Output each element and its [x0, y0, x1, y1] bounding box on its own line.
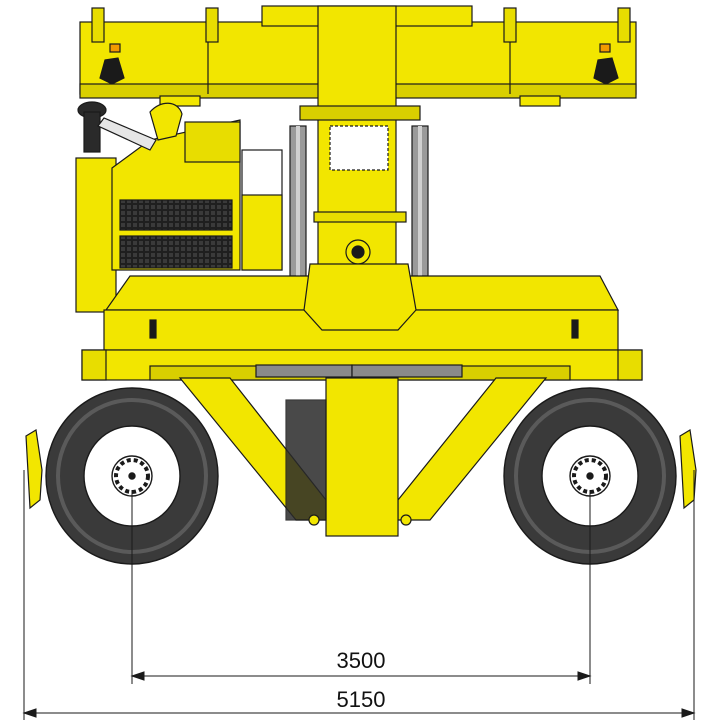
central-column — [299, 5, 421, 277]
chassis-deck — [81, 263, 643, 381]
exhaust-pipe — [77, 101, 183, 153]
mast-columns — [289, 125, 429, 277]
side-guides — [25, 429, 697, 510]
lower-a-frame — [178, 377, 548, 537]
engine-housing — [75, 119, 283, 313]
outer-width-dimension-label: 5150 — [337, 687, 386, 712]
hydraulic-cylinders — [255, 364, 463, 378]
dimension-lines — [22, 470, 696, 720]
inner-width-dimension-label: 3500 — [337, 648, 386, 673]
